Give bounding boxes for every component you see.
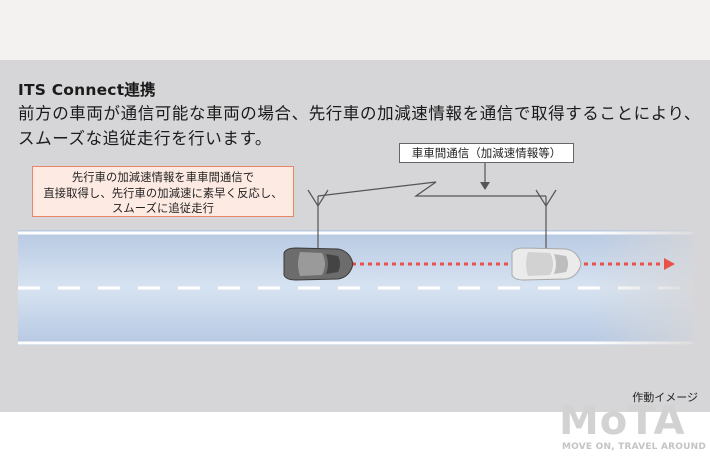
road-fade bbox=[18, 230, 693, 345]
callout-line: スムーズに追従走行 bbox=[111, 202, 214, 215]
follow-path-arrowhead bbox=[664, 258, 675, 270]
callout-box: 先行車の加減速情報を車車間通信で 直接取得し、先行車の加減速に素早く反応し、 ス… bbox=[32, 166, 294, 217]
callout-line: 直接取得し、先行車の加減速に素早く反応し、 bbox=[43, 186, 283, 200]
mota-logo: MoTA bbox=[559, 398, 685, 444]
antenna-icon bbox=[307, 189, 329, 256]
v2v-communication-label: 車車間通信（加減速情報等） bbox=[399, 143, 574, 163]
car-icon bbox=[511, 247, 582, 281]
logo-wordmark: MoTA bbox=[559, 398, 685, 444]
feature-description: 前方の車両が通信可能な車両の場合、先行車の加減速情報を通信で取得することにより、… bbox=[18, 104, 702, 148]
top-band bbox=[0, 0, 710, 60]
car-icon bbox=[283, 247, 354, 281]
callout-line: 先行車の加減速情報を車車間通信で bbox=[71, 171, 255, 184]
logo-tagline: MOVE ON, TRAVEL AROUND bbox=[562, 442, 707, 452]
operation-image-caption: 作動イメージ bbox=[632, 391, 698, 404]
antenna-icon bbox=[535, 189, 557, 256]
feature-title: ITS Connect連携 bbox=[18, 81, 156, 99]
lightning-signal-icon bbox=[317, 163, 546, 197]
